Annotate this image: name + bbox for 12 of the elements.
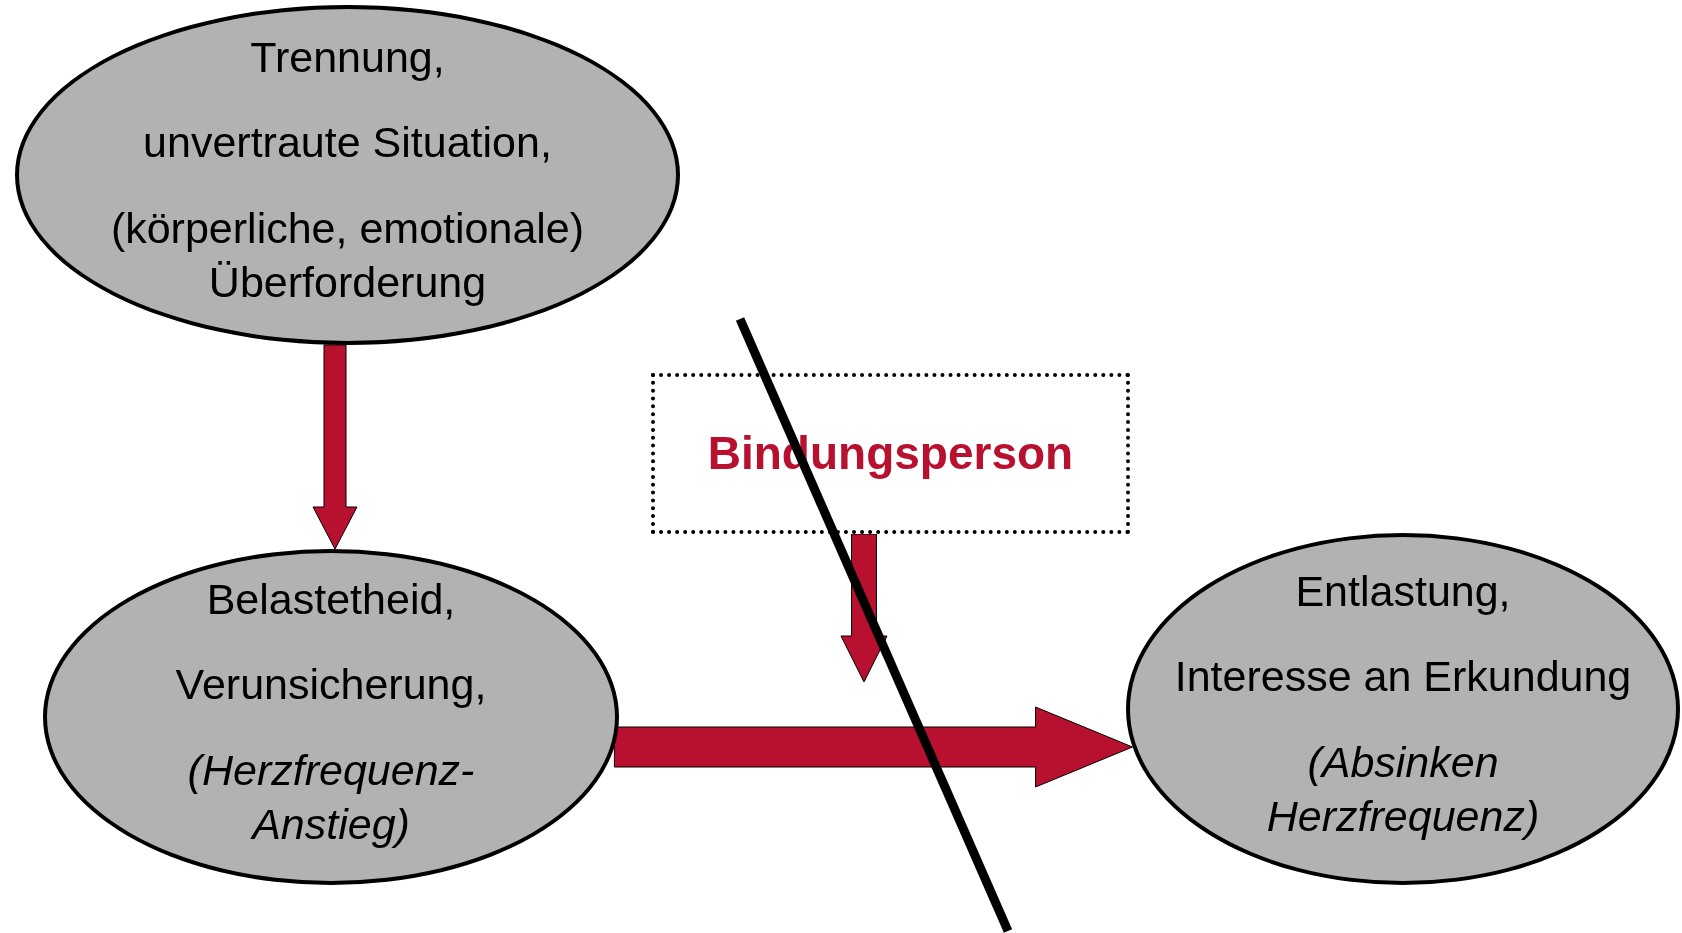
node-text: unvertraute Situation, [143,117,552,169]
node-text: (Herzfrequenz- Anstieg) [186,745,476,850]
node-text: Verunsicherung, [175,659,487,711]
node-text: (körperliche, emotionale) Überforderung [109,203,586,308]
block-arrow [312,344,358,550]
node-text: Trennung, [250,31,445,83]
node-text: Interesse an Erkundung [1174,651,1632,703]
block-arrow [840,533,888,683]
node-text: Belastetheid, [206,573,456,625]
node-text: (Absinken Herzfrequenz) [1265,737,1541,842]
block-arrow [613,706,1133,788]
node-text: Entlastung, [1295,565,1511,617]
